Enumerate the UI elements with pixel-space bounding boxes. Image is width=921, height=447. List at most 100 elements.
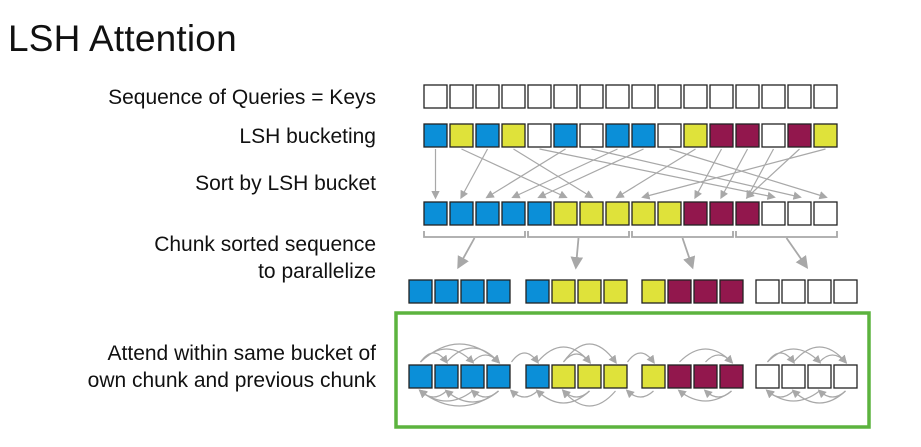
- query-cell: [735, 84, 760, 109]
- attention-arc-down: [561, 389, 616, 407]
- query-cell: [423, 84, 448, 109]
- attention-arc-down: [791, 389, 846, 404]
- query-cell: [787, 84, 812, 109]
- sort-arrow: [669, 148, 828, 200]
- sorted-cell-white: [813, 201, 838, 226]
- sorted-cell-yellow: [605, 201, 630, 226]
- attention-arc-up: [472, 354, 501, 364]
- sorted-cell-yellow: [631, 201, 656, 226]
- sorted-cell-blue: [423, 201, 448, 226]
- chunk-cell-white: [807, 279, 832, 304]
- chunk-cell-maroon: [667, 279, 692, 304]
- sort-arrow: [511, 148, 618, 199]
- sort-arrow: [615, 148, 696, 199]
- query-cell: [605, 84, 630, 109]
- bucketed-cell-maroon: [787, 123, 812, 148]
- sort-arrow: [745, 148, 800, 199]
- chunk-cell-blue: [408, 279, 433, 304]
- bucketed-cell-blue: [605, 123, 630, 148]
- sorted-cell-blue: [527, 201, 552, 226]
- sorted-cell-yellow: [657, 201, 682, 226]
- bucketed-cell-yellow: [813, 123, 838, 148]
- slide-title: LSH Attention: [8, 18, 237, 59]
- bucketed-cell-maroon: [709, 123, 734, 148]
- attention-arc-up: [563, 343, 617, 364]
- label-sort-by-bucket: Sort by LSH bucket: [195, 172, 376, 195]
- label-attend-2: own chunk and previous chunk: [87, 369, 376, 392]
- sorted-cell-yellow: [579, 201, 604, 226]
- attention-arc-up: [537, 346, 592, 364]
- attention-arc-down: [509, 389, 538, 399]
- sorted-cell-maroon: [683, 201, 708, 226]
- chunk-arrow: [457, 237, 476, 270]
- sort-arrow: [694, 148, 723, 200]
- bucketed-cell-white: [579, 123, 604, 148]
- attend-cell-blue: [460, 364, 485, 389]
- chunk-cell-blue: [525, 279, 550, 304]
- attend-cell-blue: [408, 364, 433, 389]
- attend-cell-white: [781, 364, 806, 389]
- bucketed-cell-white: [761, 123, 786, 148]
- bucketed-cell-white: [657, 123, 682, 148]
- attend-cell-maroon: [693, 364, 718, 389]
- sorted-cell-white: [787, 201, 812, 226]
- attention-arc-down: [765, 389, 820, 402]
- attend-cell-blue: [486, 364, 511, 389]
- attention-arc-up: [767, 352, 795, 364]
- query-cell: [631, 84, 656, 109]
- query-cell: [683, 84, 708, 109]
- chunk-cell-blue: [486, 279, 511, 304]
- query-cell: [501, 84, 526, 109]
- label-chunk-sequence-1: Chunk sorted sequence: [154, 233, 376, 256]
- chunk-cell-white: [781, 279, 806, 304]
- chunk-arrow: [681, 237, 696, 270]
- query-cell: [553, 84, 578, 109]
- query-cell: [579, 84, 604, 109]
- sort-arrow: [460, 148, 489, 200]
- attention-arc-up: [705, 354, 734, 364]
- attention-arc-up: [767, 348, 822, 364]
- sorted-cell-blue: [501, 201, 526, 226]
- attention-arc-down: [535, 389, 590, 404]
- query-cell: [813, 84, 838, 109]
- bucketed-cell-yellow: [449, 123, 474, 148]
- sort-arrow: [537, 148, 644, 199]
- label-lsh-bucketing: LSH bucketing: [239, 125, 376, 148]
- chunk-bracket: [527, 231, 630, 238]
- attend-cell-yellow: [641, 364, 666, 389]
- query-cell: [761, 84, 786, 109]
- chunk-bracket: [631, 231, 734, 238]
- bucketed-cell-yellow: [501, 123, 526, 148]
- sorted-cell-white: [761, 201, 786, 226]
- sorted-cell-maroon: [709, 201, 734, 226]
- query-cell: [657, 84, 682, 109]
- bucketed-cell-blue: [475, 123, 500, 148]
- label-sequence-queries: Sequence of Queries = Keys: [108, 86, 376, 109]
- sorted-cell-blue: [475, 201, 500, 226]
- attention-arc-up: [420, 343, 501, 364]
- chunk-cell-blue: [460, 279, 485, 304]
- attend-cell-white: [833, 364, 858, 389]
- query-cell: [709, 84, 734, 109]
- attend-cell-white: [807, 364, 832, 389]
- sorted-cell-maroon: [735, 201, 760, 226]
- sort-arrow: [461, 148, 568, 199]
- attend-cell-blue: [434, 364, 459, 389]
- sorted-cell-yellow: [553, 201, 578, 226]
- chunk-cell-yellow: [577, 279, 602, 304]
- attention-arc-down: [470, 389, 499, 399]
- chunk-cell-yellow: [603, 279, 628, 304]
- attention-arc-up: [627, 352, 655, 364]
- sort-arrow: [513, 148, 594, 199]
- chunk-bracket: [423, 231, 526, 238]
- attend-cell-yellow: [577, 364, 602, 389]
- attend-cell-yellow: [603, 364, 628, 389]
- attend-cell-maroon: [667, 364, 692, 389]
- chunk-cell-yellow: [551, 279, 576, 304]
- chunk-cell-blue: [434, 279, 459, 304]
- query-cell: [449, 84, 474, 109]
- attend-cell-yellow: [551, 364, 576, 389]
- label-chunk-sequence-2: to parallelize: [258, 260, 376, 283]
- sort-arrow: [641, 148, 826, 200]
